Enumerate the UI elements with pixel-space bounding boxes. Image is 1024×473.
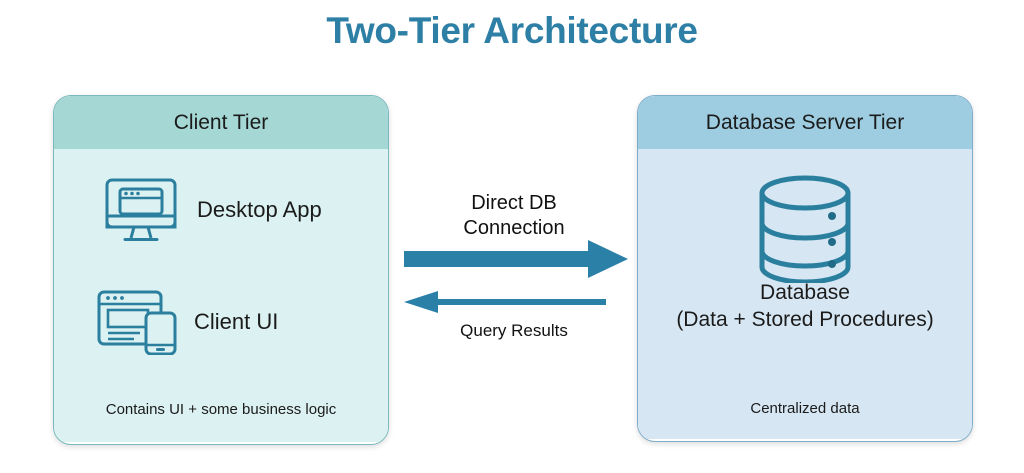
desktop-monitor-icon (99, 177, 183, 243)
client-tier-item-client-ui: Client UI (96, 289, 278, 355)
database-caption-line-1: Database (760, 281, 850, 304)
database-tier-footnote: Centralized data (750, 400, 860, 417)
client-tier-item-desktop-app: Desktop App (99, 177, 322, 243)
database-tier-header: Database Server Tier (638, 96, 972, 149)
database-caption: Database (Data + Stored Procedures) (638, 279, 972, 333)
client-tier-item-label: Client UI (194, 309, 279, 334)
direct-db-connection-label-line-2: Connection (463, 217, 565, 239)
database-caption-line-2: (Data + Stored Procedures) (676, 308, 934, 331)
database-tier-panel: Database Server Tier Database (Data + St… (637, 95, 973, 442)
direct-db-connection-label-line-1: Direct DB (471, 192, 557, 214)
client-tier-footnote: Contains UI + some business logic (105, 401, 337, 418)
client-tier-header: Client Tier (54, 96, 388, 149)
query-results-label: Query Results (460, 321, 568, 340)
arrow-client-to-database-icon (402, 238, 630, 285)
client-tier-item-label: Desktop App (197, 197, 322, 222)
database-cylinder-icon (749, 171, 861, 288)
direct-db-connection-label: Direct DB Connection (402, 191, 626, 241)
database-tier-body: Database (Data + Stored Procedures) Cent… (638, 149, 972, 439)
client-tier-panel: Client Tier Desktop App (53, 95, 389, 445)
browser-and-phone-icon (96, 289, 180, 355)
page-title: Two-Tier Architecture (326, 10, 698, 51)
arrow-database-to-client-icon (402, 288, 608, 321)
client-tier-body: Desktop App Client UI (54, 149, 388, 442)
database-icon-wrapper (638, 171, 972, 288)
